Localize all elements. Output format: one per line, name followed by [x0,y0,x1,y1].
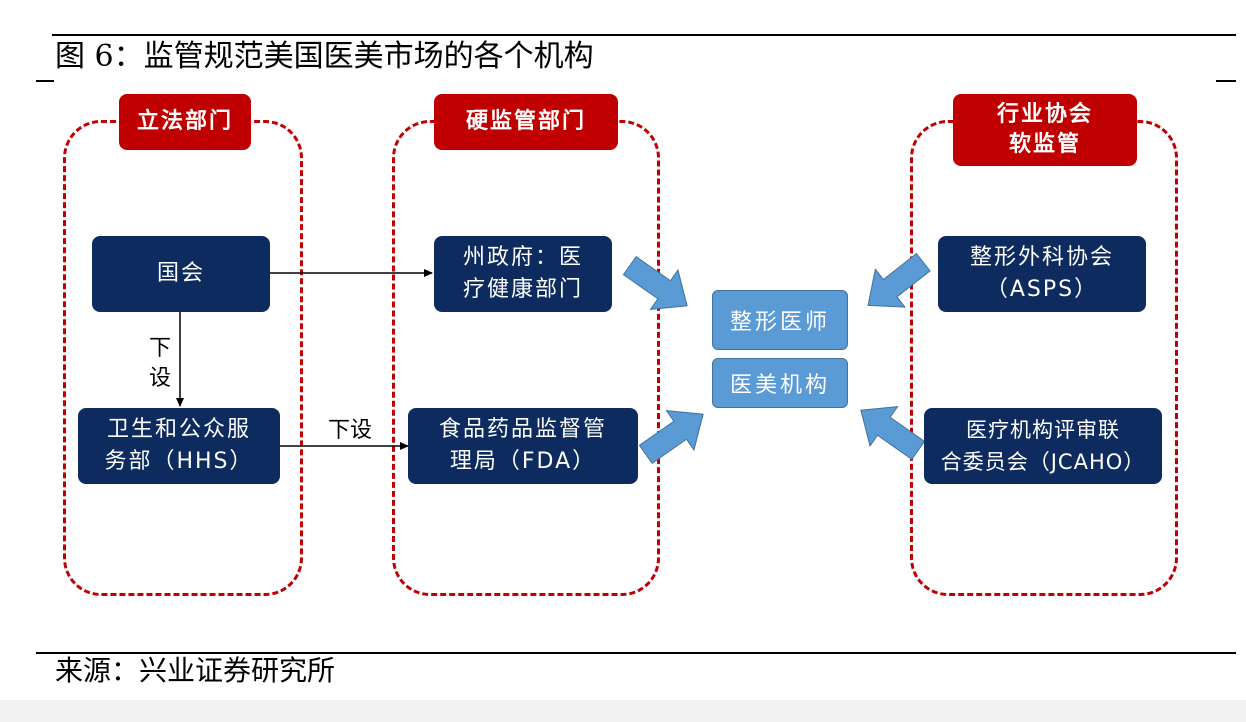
source-note: 来源：兴业证券研究所 [55,654,336,687]
header-rule-right-tick [1216,80,1236,82]
tag-hard-regulation-label: 硬监管部门 [465,109,586,134]
node-hhs-line2: 务部（HHS） [104,449,254,474]
node-state-government-line1: 州政府：医 [462,245,583,270]
edge-label-hhs-to-fda: 下设 [328,418,373,443]
node-asps-line2: （ASPS） [985,277,1099,302]
node-fda-line1: 食品药品监督管 [438,417,607,442]
node-congress-label: 国会 [156,261,205,286]
block-arrow-fda-to-targets [638,410,704,465]
header-rule-left-tick [36,80,54,82]
node-congress: 国会 [92,236,270,312]
node-state-government-line2: 疗健康部门 [462,277,583,302]
target-medical-aesthetic-institutions: 医美机构 [712,358,848,408]
edge-label-congress-to-hhs: 下设 [148,336,171,391]
figure-title: 图 6：监管规范美国医美市场的各个机构 [55,39,594,74]
target-plastic-surgeons: 整形医师 [712,290,848,350]
node-jcaho-line2: 合委员会（JCAHO） [940,450,1146,474]
block-arrow-state-to-targets [622,255,688,310]
node-hhs-line1: 卫生和公众服 [106,417,251,442]
target-medical-aesthetic-institutions-label: 医美机构 [729,373,830,398]
block-arrow-asps-to-targets [867,252,931,308]
node-state-government: 州政府：医 疗健康部门 [434,236,612,312]
tag-industry-label-line1: 行业协会 [996,102,1093,127]
node-jcaho: 医疗机构评审联 合委员会（JCAHO） [924,408,1162,484]
node-jcaho-line1: 医疗机构评审联 [966,418,1120,442]
tag-hard-regulation: 硬监管部门 [434,94,618,150]
tag-industry: 行业协会 软监管 [953,94,1137,166]
node-asps-line1: 整形外科协会 [969,245,1114,270]
node-asps: 整形外科协会 （ASPS） [938,236,1146,312]
header-rule-top [52,34,1236,36]
target-plastic-surgeons-label: 整形医师 [729,310,830,335]
tag-legislative: 立法部门 [119,94,251,150]
block-arrow-jcaho-to-targets [860,406,926,461]
bottom-band [0,700,1246,722]
tag-legislative-label: 立法部门 [136,109,233,134]
node-fda-line2: 理局（FDA） [449,449,597,474]
footer-rule [36,652,1236,654]
node-fda: 食品药品监督管 理局（FDA） [408,408,638,484]
node-hhs: 卫生和公众服 务部（HHS） [78,408,280,484]
tag-industry-label-line2: 软监管 [1008,132,1081,157]
